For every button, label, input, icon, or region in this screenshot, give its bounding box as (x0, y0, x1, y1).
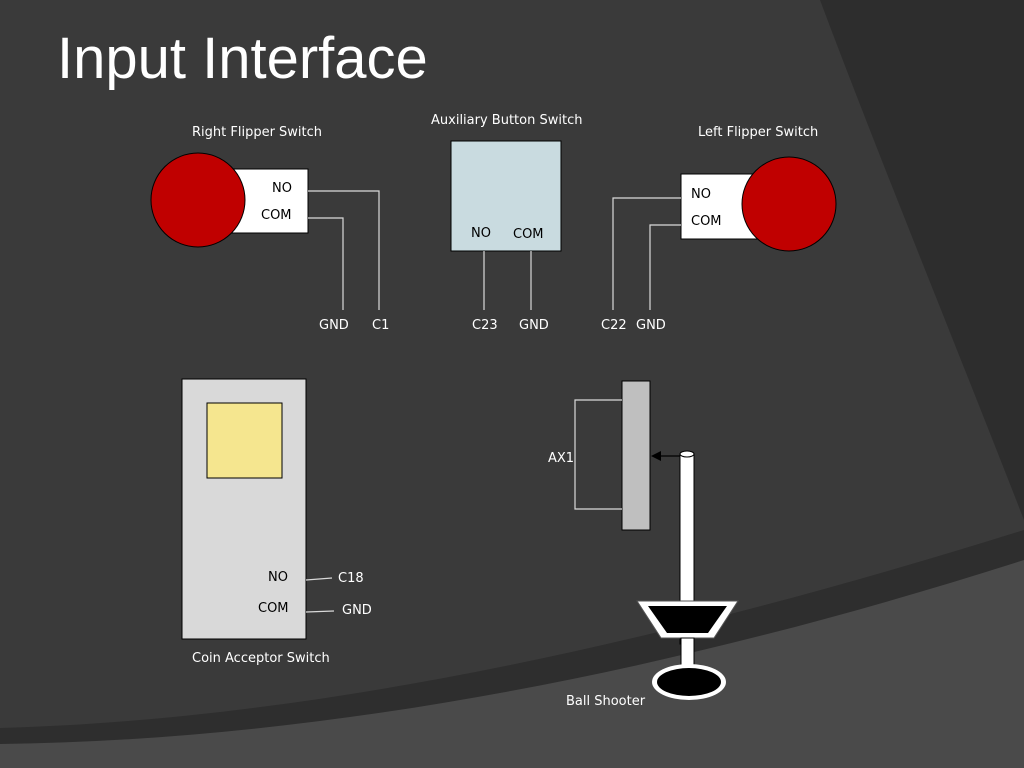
right-flipper-switch (150, 152, 380, 310)
coin-no-label: NO (268, 570, 288, 585)
right-flipper-no-wire (308, 190, 380, 310)
auxiliary-button-label: Auxiliary Button Switch (431, 113, 583, 128)
shooter-neck (680, 637, 695, 667)
auxiliary-com-label: COM (513, 227, 544, 242)
left-flipper-button (741, 156, 837, 252)
shooter-cup-inner (648, 606, 727, 633)
auxiliary-button-switch (450, 140, 562, 310)
right-flipper-button (150, 152, 246, 248)
shooter-arrow-icon (651, 451, 661, 461)
coin-gnd-wire-label: GND (342, 603, 372, 618)
left-flipper-c22-wire-label: C22 (601, 318, 627, 333)
auxiliary-gnd-wire-label: GND (519, 318, 549, 333)
shooter-knob (657, 668, 721, 696)
auxiliary-button-box (450, 140, 562, 252)
page-title: Input Interface (57, 26, 428, 91)
left-flipper-com-label: COM (691, 214, 722, 229)
right-flipper-c1-wire-label: C1 (372, 318, 390, 333)
coin-com-wire (305, 610, 335, 613)
coin-acceptor-switch (181, 378, 335, 640)
coin-no-wire (305, 577, 333, 581)
coin-com-label: COM (258, 601, 289, 616)
right-flipper-no-label: NO (272, 181, 292, 196)
coin-c18-wire-label: C18 (338, 571, 364, 586)
ball-shooter (574, 380, 739, 700)
left-flipper-no-label: NO (691, 187, 711, 202)
ball-shooter-label: Ball Shooter (566, 694, 646, 709)
coin-acceptor-label: Coin Acceptor Switch (192, 651, 330, 666)
shooter-rod-tip (679, 450, 695, 458)
auxiliary-no-label: NO (471, 226, 491, 241)
auxiliary-c23-wire-label: C23 (472, 318, 498, 333)
shooter-sensor-bar (621, 380, 651, 531)
coin-slot (206, 402, 283, 479)
ax1-wire (574, 399, 622, 510)
left-flipper-com-wire (649, 224, 681, 310)
ax1-wire-label: AX1 (548, 451, 575, 466)
left-flipper-gnd-wire-label: GND (636, 318, 666, 333)
left-flipper-switch (612, 156, 837, 310)
right-flipper-label: Right Flipper Switch (192, 125, 323, 140)
right-flipper-gnd-wire-label: GND (319, 318, 349, 333)
right-flipper-com-wire (308, 217, 344, 310)
right-flipper-com-label: COM (261, 208, 292, 223)
left-flipper-label: Left Flipper Switch (698, 125, 819, 140)
left-flipper-no-wire (612, 197, 681, 310)
